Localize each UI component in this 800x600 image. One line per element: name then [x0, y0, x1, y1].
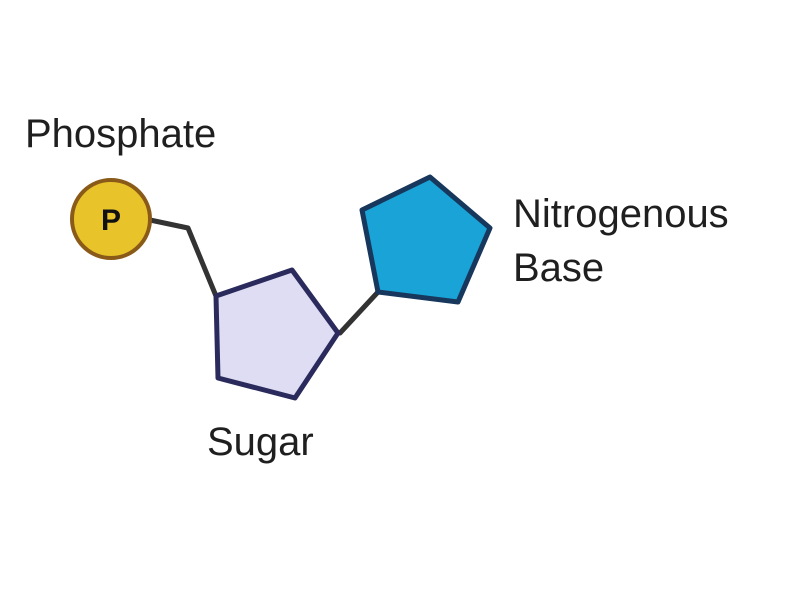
phosphate-circle [70, 178, 152, 260]
base-label-line1: Nitrogenous [513, 192, 729, 236]
phosphate-sugar-bond [149, 217, 219, 297]
phosphate-symbol: P [101, 204, 121, 237]
sugar-base-bond [337, 289, 381, 336]
sugar-pentagon [213, 267, 341, 401]
base-label-line2: Base [513, 246, 604, 290]
phosphate-label: Phosphate [25, 112, 216, 156]
sugar-label: Sugar [207, 420, 314, 464]
nitrogenous-base-pentagon [359, 174, 493, 305]
